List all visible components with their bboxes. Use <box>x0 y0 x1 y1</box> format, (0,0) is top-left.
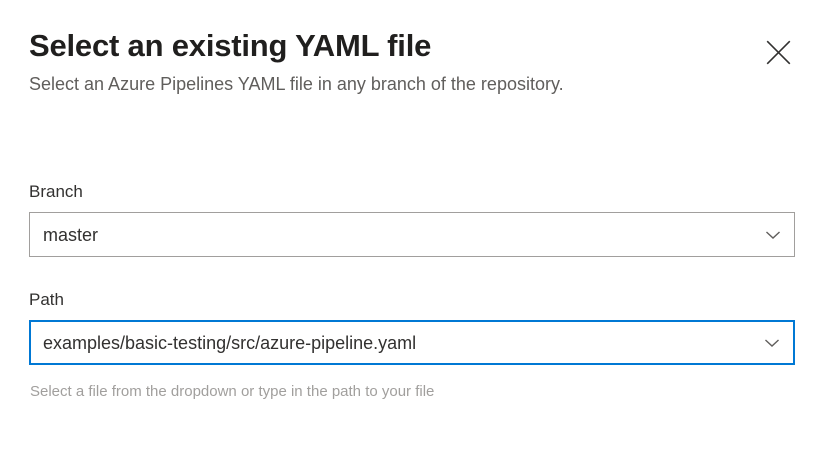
path-field-group: Path examples/basic-testing/src/azure-pi… <box>29 288 795 403</box>
chevron-down-icon[interactable] <box>752 225 794 245</box>
path-helper-text: Select a file from the dropdown or type … <box>30 383 435 400</box>
branch-label: Branch <box>29 182 83 201</box>
close-button[interactable] <box>756 30 800 74</box>
dialog-header: Select an existing YAML file Select an A… <box>29 26 795 100</box>
path-dropdown[interactable]: examples/basic-testing/src/azure-pipelin… <box>29 320 795 365</box>
chevron-down-icon[interactable] <box>751 333 793 353</box>
dialog-subtitle: Select an Azure Pipelines YAML file in a… <box>29 74 564 94</box>
branch-value: master <box>43 224 99 245</box>
page-title: Select an existing YAML file <box>29 28 432 63</box>
path-value: examples/basic-testing/src/azure-pipelin… <box>43 332 417 353</box>
yaml-file-form: Branch master Path examples/basic-testin… <box>29 180 795 403</box>
branch-dropdown[interactable]: master <box>29 212 795 257</box>
close-icon <box>765 39 792 66</box>
path-label: Path <box>29 290 64 309</box>
branch-field-group: Branch master <box>29 180 795 257</box>
